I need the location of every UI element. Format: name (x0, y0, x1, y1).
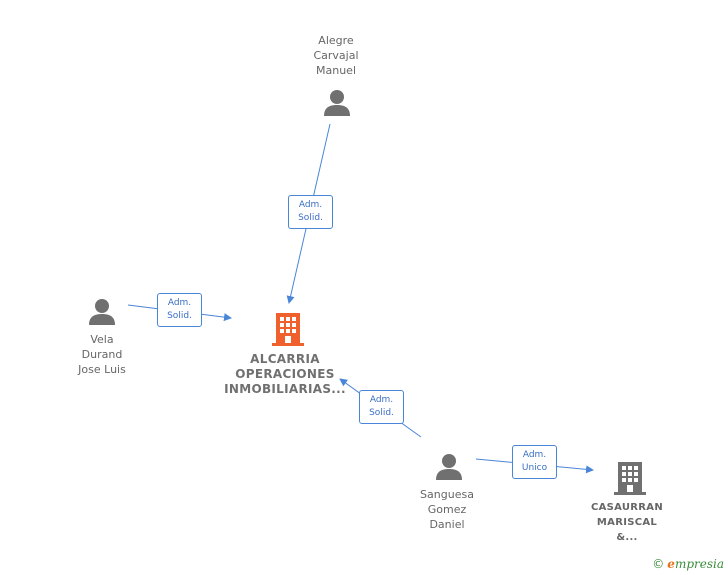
company-label-alcarria[interactable]: ALCARRIA OPERACIONES INMOBILIARIAS... (224, 352, 346, 396)
person-icon[interactable] (434, 452, 464, 482)
edge-label-vela[interactable]: Adm. Solid. (157, 293, 202, 327)
person-icon[interactable] (322, 88, 352, 118)
person-label-sanguesa[interactable]: Sanguesa Gomez Daniel (420, 488, 474, 531)
person-label-vela[interactable]: Vela Durand Jose Luis (78, 333, 126, 376)
edge-label-sanguesa-casaurran[interactable]: Adm. Unico (512, 445, 557, 479)
brand-footer[interactable]: ©empresia (652, 557, 724, 571)
brand-logo-e: e (667, 557, 675, 571)
company-label-casaurran[interactable]: CASAURRAN MARISCAL &... (590, 502, 664, 543)
edge-label-alegre[interactable]: Adm. Solid. (288, 195, 333, 229)
building-icon[interactable] (272, 311, 304, 347)
building-icon[interactable] (614, 460, 646, 496)
edge-label-sanguesa-alcarria[interactable]: Adm. Solid. (359, 390, 404, 424)
copyright-icon: © (652, 557, 665, 571)
brand-logo-text: mpresia (674, 557, 724, 571)
person-icon[interactable] (87, 297, 117, 327)
person-label-alegre[interactable]: Alegre Carvajal Manuel (313, 34, 359, 77)
